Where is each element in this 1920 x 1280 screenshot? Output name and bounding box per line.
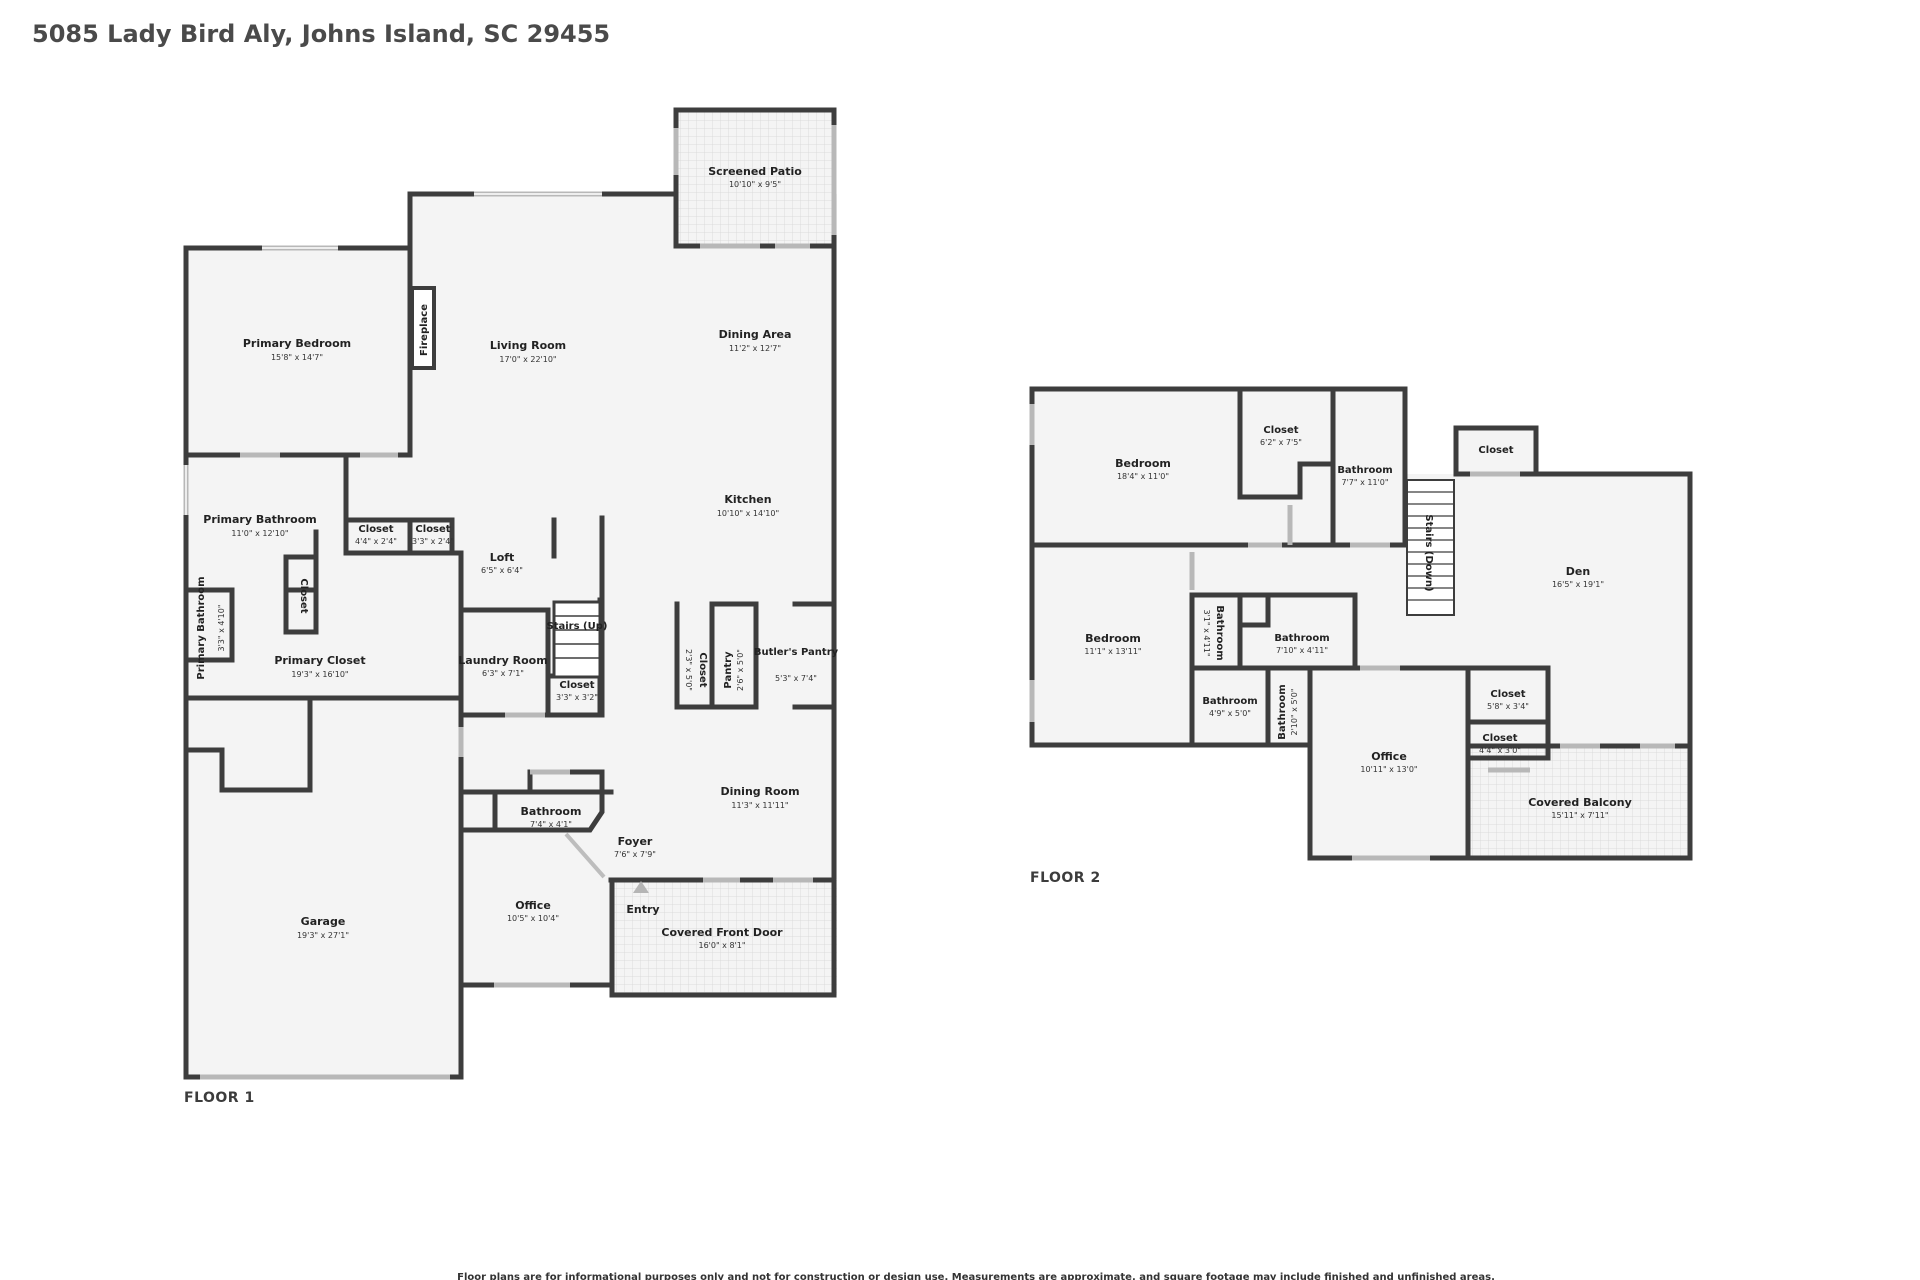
room-primary-bathroom-small: Primary Bathroom	[196, 576, 207, 679]
room-bedroom-upper: Bedroom	[1115, 457, 1171, 470]
room-dining-area: Dining Area	[719, 328, 792, 341]
room-dining-room-dims: 11'3" x 11'11"	[731, 801, 788, 810]
room-bathroom-small-a-dims: 4'9" x 5'0"	[1209, 709, 1251, 718]
room-dining-room: Dining Room	[720, 785, 799, 798]
room-primary-closet: Primary Closet	[274, 654, 365, 667]
room-bathroom-small-b: Bathroom	[1277, 684, 1288, 739]
room-primary-bathroom: Primary Bathroom	[203, 513, 316, 526]
room-laundry-dims: 6'3" x 7'1"	[482, 669, 524, 678]
room-kitchen-dims: 10'10" x 14'10"	[717, 509, 779, 518]
room-bathroom-mid: Bathroom	[1274, 633, 1329, 644]
room-covered-balcony-dims: 15'11" x 7'11"	[1551, 811, 1608, 820]
disclaimer-text: Floor plans are for informational purpos…	[457, 1272, 1495, 1280]
room-butlers-pantry-dims: 5'3" x 7'4"	[775, 674, 817, 683]
room-primary-closet-small: Closet	[298, 578, 309, 613]
room-bathroom-small-b-dims: 2'10" x 5'0"	[1290, 688, 1299, 735]
room-closet-low-dims: 4'4" x 3'0"	[1479, 746, 1521, 755]
room-closet-d: Closet	[697, 652, 708, 687]
room-covered-front-door: Covered Front Door	[661, 926, 783, 939]
room-primary-bedroom-dims: 15'8" x 14'7"	[271, 353, 323, 362]
room-covered-front-door-dims: 16'0" x 8'1"	[698, 941, 745, 950]
room-covered-balcony: Covered Balcony	[1528, 796, 1632, 809]
room-closet-c: Closet	[559, 680, 594, 691]
room-laundry: Laundry Room	[458, 654, 547, 667]
room-closet-b: Closet	[415, 524, 450, 535]
entry-label: Entry	[626, 903, 659, 916]
room-primary-bathroom-dims: 11'0" x 12'10"	[231, 529, 288, 538]
room-loft-dims: 6'5" x 6'4"	[481, 566, 523, 575]
room-den-dims: 16'5" x 19'1"	[1552, 580, 1604, 589]
room-kitchen: Kitchen	[724, 493, 771, 506]
room-garage-dims: 19'3" x 27'1"	[297, 931, 349, 940]
room-primary-closet-dims: 19'3" x 16'10"	[291, 670, 348, 679]
room-office-dims: 10'5" x 10'4"	[507, 914, 559, 923]
room-closet-b-dims: 3'3" x 2'4"	[412, 537, 454, 546]
floor-2-plan: Bedroom 18'4" x 11'0" Closet 6'2" x 7'5"…	[1029, 386, 1693, 861]
room-bedroom-lower-dims: 11'1" x 13'11"	[1084, 647, 1141, 656]
room-bathroom-upper: Bathroom	[1337, 465, 1392, 476]
room-loft: Loft	[490, 551, 515, 564]
room-screened-patio-dims: 10'10" x 9'5"	[729, 180, 781, 189]
room-closet-upper-dims: 6'2" x 7'5"	[1260, 438, 1302, 447]
room-primary-bedroom: Primary Bedroom	[243, 337, 351, 350]
room-bathroom: Bathroom	[521, 805, 582, 818]
room-bedroom-lower: Bedroom	[1085, 632, 1141, 645]
room-closet-a-dims: 4'4" x 2'4"	[355, 537, 397, 546]
floor-1-plan: Screened Patio 10'10" x 9'5" Primary Bed…	[183, 107, 839, 1080]
floor-2-label: FLOOR 2	[1030, 870, 1101, 886]
stairs-up-label: Stairs (Up)	[547, 621, 608, 632]
room-closet-low: Closet	[1482, 733, 1517, 744]
room-living-room: Living Room	[490, 339, 566, 352]
room-closet-a: Closet	[358, 524, 393, 535]
stairs-down-label: Stairs (Down)	[1423, 514, 1434, 591]
room-closet-top: Closet	[1478, 445, 1513, 456]
room-office: Office	[515, 899, 551, 912]
room-bedroom-upper-dims: 18'4" x 11'0"	[1117, 472, 1169, 481]
room-primary-bathroom-small-dims: 3'3" x 4'10"	[217, 604, 226, 651]
room-bathroom-upper-dims: 7'7" x 11'0"	[1341, 478, 1388, 487]
room-den: Den	[1566, 565, 1590, 578]
room-screened-patio: Screened Patio	[708, 165, 802, 178]
room-pantry: Pantry	[723, 651, 734, 689]
room-bathroom-narrow: Bathroom	[1214, 605, 1225, 660]
room-closet-mid-dims: 5'8" x 3'4"	[1487, 702, 1529, 711]
floor-1-label: FLOOR 1	[184, 1090, 255, 1106]
room-closet-upper: Closet	[1263, 425, 1298, 436]
room-bathroom-small-a: Bathroom	[1202, 696, 1257, 707]
room-bathroom-dims: 7'4" x 4'1"	[530, 820, 572, 829]
room-butlers-pantry: Butler's Pantry	[754, 647, 839, 658]
room-foyer: Foyer	[618, 835, 653, 848]
fireplace-label: Fireplace	[419, 304, 430, 356]
room-office-upper: Office	[1371, 750, 1407, 763]
page-title: 5085 Lady Bird Aly, Johns Island, SC 294…	[32, 20, 610, 48]
room-office-upper-dims: 10'11" x 13'0"	[1360, 765, 1417, 774]
room-bathroom-narrow-dims: 3'1" x 4'11"	[1202, 609, 1211, 656]
room-dining-area-dims: 11'2" x 12'7"	[729, 344, 781, 353]
room-living-room-dims: 17'0" x 22'10"	[499, 355, 556, 364]
room-foyer-dims: 7'6" x 7'9"	[614, 850, 656, 859]
room-bathroom-mid-dims: 7'10" x 4'11"	[1276, 646, 1328, 655]
room-closet-mid: Closet	[1490, 689, 1525, 700]
room-garage: Garage	[301, 915, 346, 928]
room-pantry-dims: 2'6" x 5'0"	[736, 649, 745, 691]
room-closet-d-dims: 2'3" x 5'0"	[684, 649, 693, 691]
room-closet-c-dims: 3'3" x 3'2"	[556, 693, 598, 702]
